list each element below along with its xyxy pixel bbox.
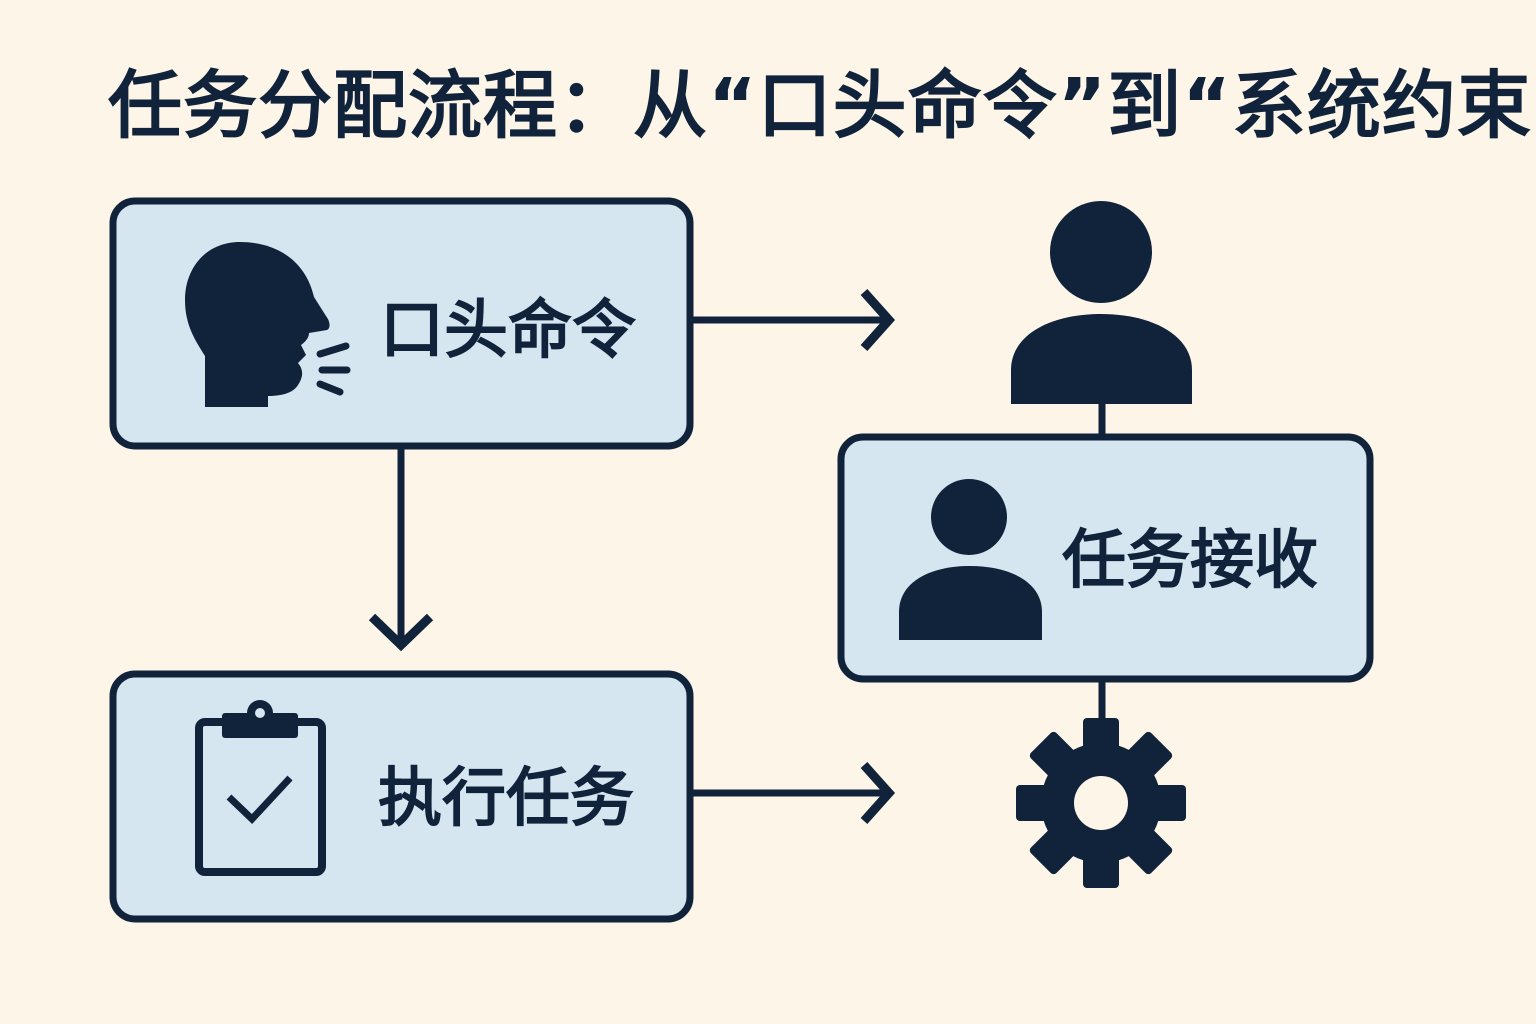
speaking-head-icon — [185, 242, 351, 407]
node-label: 任务接收 — [1062, 524, 1318, 598]
top-person-icon — [1011, 201, 1192, 404]
node-verbal-command: 口头命令 — [109, 197, 694, 450]
gear-icon — [1016, 718, 1186, 888]
person-icon — [899, 479, 1042, 640]
node-task-receive: 任务接收 — [837, 433, 1374, 683]
page-title: 任务分配流程：从“口头命令”到“系统约束 — [108, 63, 1532, 149]
arrow-verbal-to-person — [693, 289, 896, 351]
arrow-execute-to-gear — [693, 762, 896, 824]
node-execute-task: 执行任务 — [109, 670, 694, 923]
clipboard-check-icon — [195, 700, 326, 876]
node-label: 口头命令 — [380, 294, 637, 368]
node-label: 执行任务 — [378, 762, 634, 836]
arrow-verbal-to-execute — [368, 449, 434, 652]
